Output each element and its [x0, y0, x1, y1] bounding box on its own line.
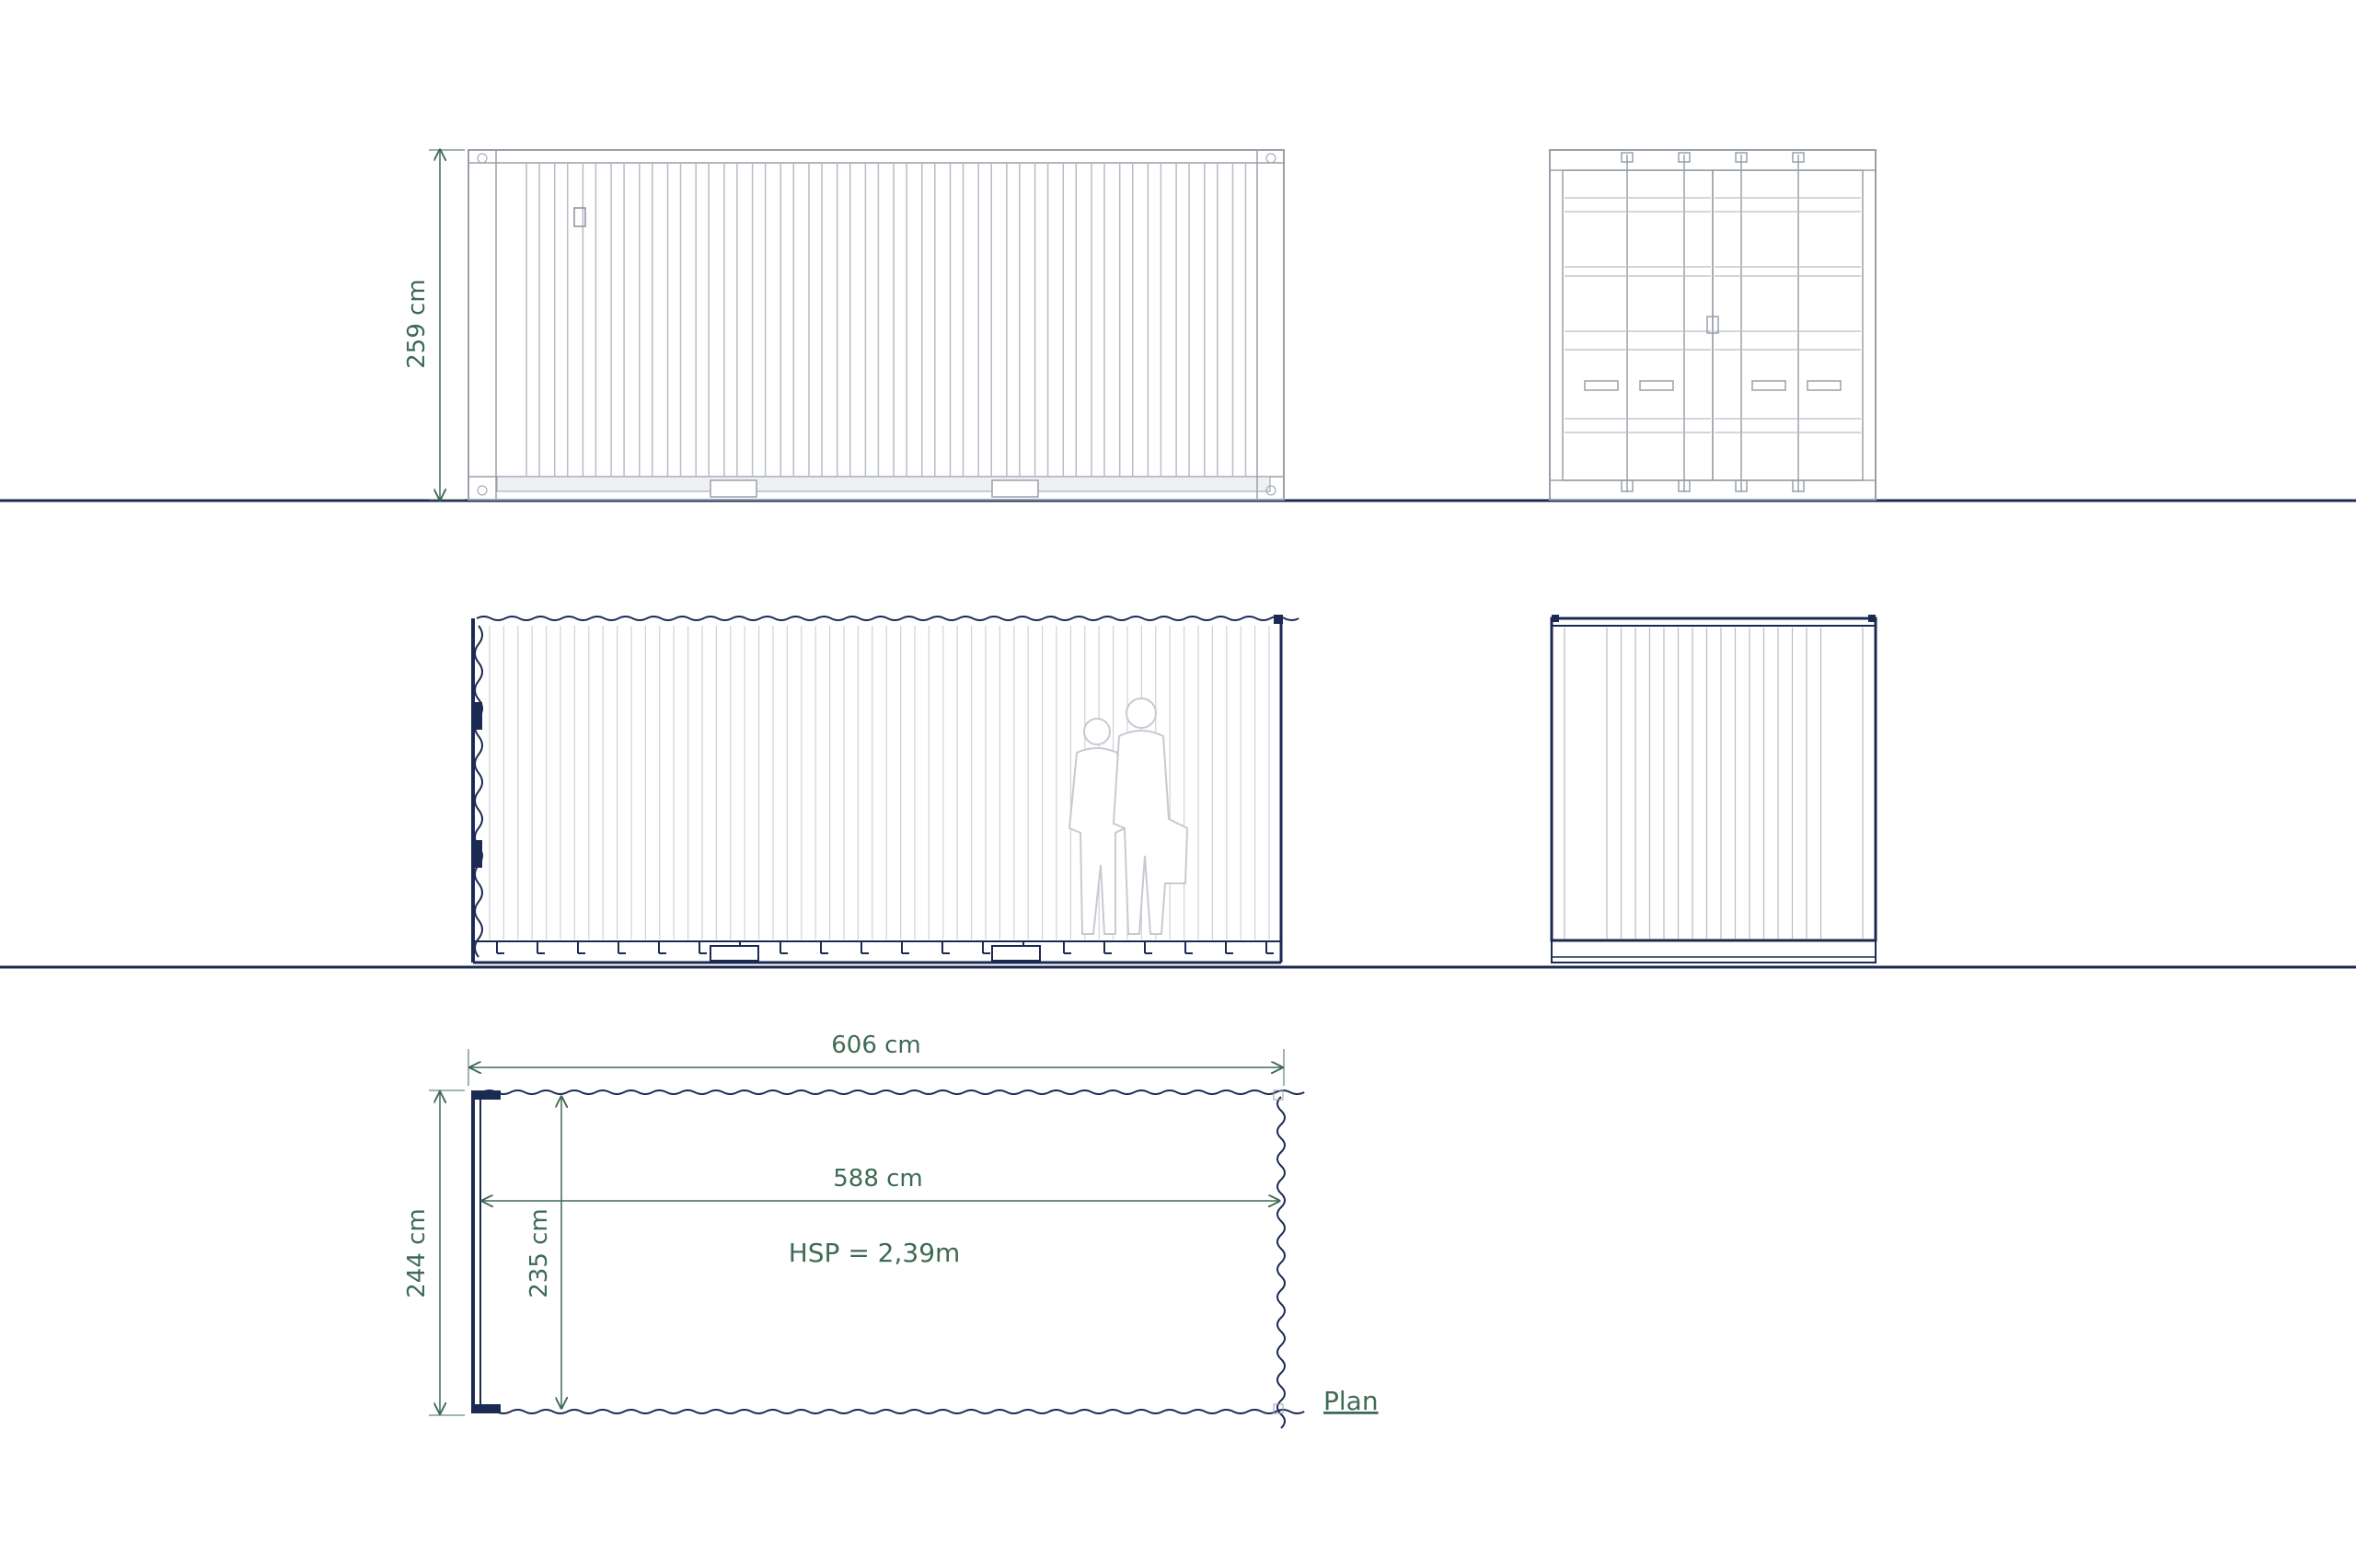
plan-view-link[interactable]: Plan	[1323, 1386, 1379, 1416]
people-silhouette-icon	[1068, 698, 1189, 935]
plan-view	[471, 1090, 1305, 1429]
plan-inner-length-dimension: 588 cm	[482, 1165, 1279, 1201]
end-elevation-interior	[1550, 615, 1877, 963]
side-elevation-exterior	[468, 149, 1285, 501]
height-dimension: 259 cm	[403, 150, 465, 500]
outer-width-label: 244 cm	[403, 1208, 431, 1298]
inner-width-label: 235 cm	[525, 1208, 553, 1298]
plan-inner-width-dimension: 235 cm	[525, 1097, 561, 1408]
side-elevation-interior	[471, 615, 1299, 964]
outer-length-label: 606 cm	[831, 1032, 921, 1059]
end-elevation-doors	[1549, 149, 1877, 501]
plan-outer-width-dimension: 244 cm	[403, 1090, 465, 1416]
inner-length-label: 588 cm	[833, 1165, 923, 1193]
height-label: 259 cm	[403, 279, 431, 369]
ceiling-height-label: HSP = 2,39m	[789, 1238, 961, 1268]
plan-outer-length-dimension: 606 cm	[468, 1032, 1285, 1086]
